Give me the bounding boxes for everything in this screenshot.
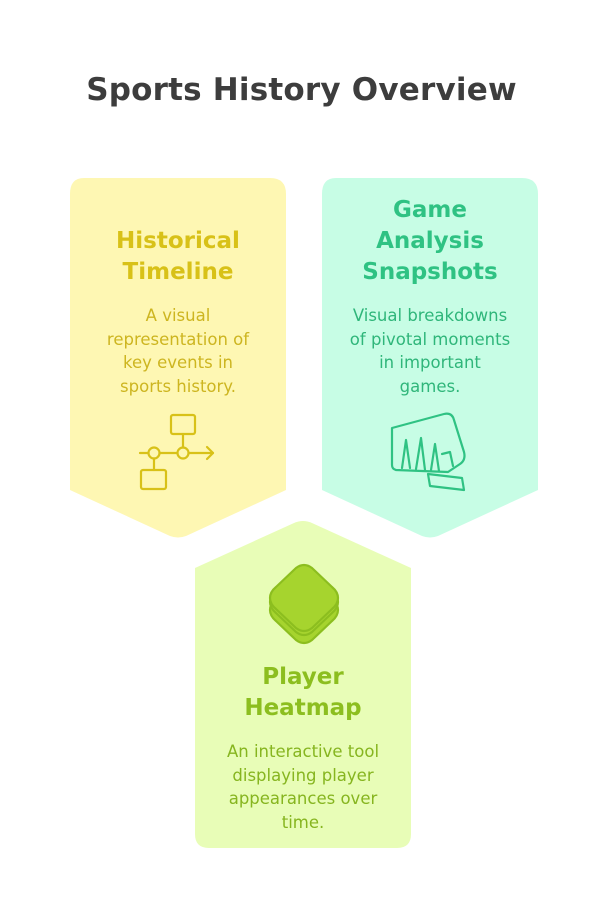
card-description: An interactive tool displaying player ap… (195, 740, 411, 834)
card-desc-line: An interactive tool (226, 742, 380, 761)
card-desc-line: Visual breakdowns (352, 306, 508, 325)
card-description: Visual breakdowns of pivotal moments in … (322, 304, 538, 398)
card-title: Game Analysis Snapshots (322, 195, 538, 288)
card-desc-line: appearances over (228, 789, 378, 808)
layers-icon (268, 563, 340, 645)
card-desc-line: representation of (106, 329, 250, 349)
card-desc-line: displaying player (232, 765, 374, 785)
card-player-heatmap-text: Player Heatmap (195, 662, 411, 724)
fist-icon (390, 412, 466, 492)
card-desc-line: A visual (145, 306, 211, 325)
card-historical-timeline (70, 178, 286, 538)
card-desc-line: games. (399, 376, 461, 396)
card-title: Historical Timeline (70, 226, 286, 288)
card-desc-line: sports history. (120, 376, 236, 396)
card-desc-line: key events in (122, 353, 233, 372)
card-title-line: Game (393, 197, 467, 223)
card-desc-line: in important (379, 353, 481, 372)
card-title-line: Player (262, 664, 344, 690)
card-title: Player Heatmap (195, 662, 411, 724)
card-player-heatmap (195, 521, 411, 848)
card-title-line: Analysis (376, 228, 484, 254)
card-title-line: Historical (116, 228, 240, 254)
page-title: Sports History Overview (86, 72, 517, 108)
card-game-analysis (322, 178, 538, 538)
card-desc-line: of pivotal moments (349, 329, 511, 349)
card-title-line: Heatmap (244, 695, 362, 721)
card-description: A visual representation of key events in… (70, 304, 286, 398)
card-game-analysis-text: Game Analysis Snapshots (322, 195, 538, 288)
card-desc-line: time. (281, 812, 325, 832)
card-title-line: Snapshots (362, 259, 498, 285)
timeline-flow-icon (138, 413, 215, 491)
card-historical-timeline-text: Historical Timeline (70, 226, 286, 288)
card-title-line: Timeline (122, 259, 234, 285)
